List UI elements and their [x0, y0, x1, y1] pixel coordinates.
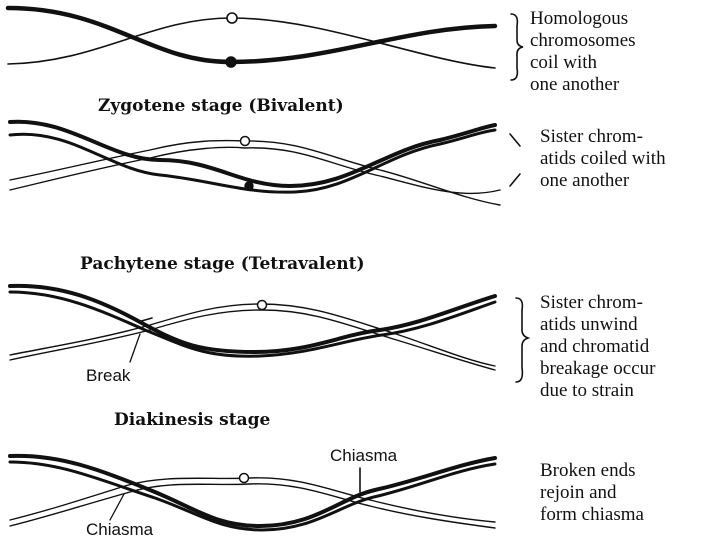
chiasma-pointer-bottom [110, 494, 124, 520]
diakinesis-drawing [10, 456, 495, 530]
stage-title-diakinesis: Diakinesis stage [114, 410, 270, 430]
chiasma-label-bottom: Chiasma [86, 520, 153, 540]
homologous-pair-drawing [8, 8, 523, 80]
note-sister-unwind: Sister chrom- atids unwind and chromatid… [540, 292, 656, 402]
note-homologous: Homologous chromosomes coil with one ano… [530, 8, 636, 96]
note-sister-coiled: Sister chrom- atids coiled with one anot… [540, 126, 666, 192]
centromere-filled [245, 182, 253, 190]
zygotene-drawing [10, 122, 520, 205]
centromere-open [258, 301, 267, 310]
stage-title-pachytene: Pachytene stage (Tetravalent) [80, 254, 365, 274]
break-pointer [130, 334, 140, 362]
break-label: Break [86, 366, 130, 386]
chiasma-label-top: Chiasma [330, 446, 397, 466]
centromere-filled [226, 57, 236, 67]
centromere-open [227, 13, 237, 23]
centromere-open [241, 137, 250, 146]
note-broken-ends: Broken ends rejoin and form chiasma [540, 460, 644, 526]
centromere-open [240, 474, 249, 483]
stage-title-zygotene: Zygotene stage (Bivalent) [98, 96, 344, 116]
